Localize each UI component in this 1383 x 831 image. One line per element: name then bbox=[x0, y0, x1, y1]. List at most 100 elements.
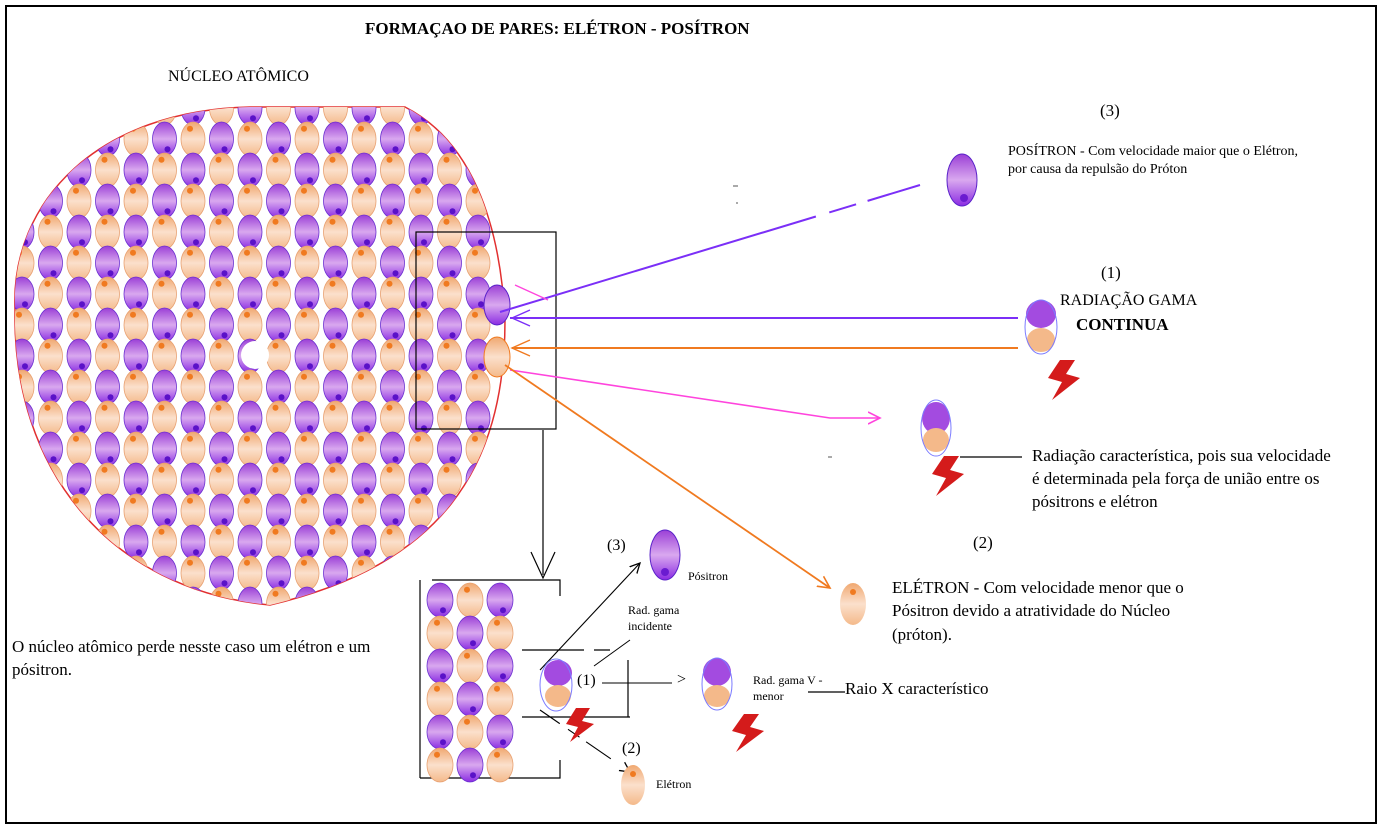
neutron-nucleon bbox=[152, 462, 177, 498]
electron-trajectory bbox=[504, 364, 830, 588]
lightning-icon bbox=[732, 714, 764, 752]
neutron-nucleon bbox=[408, 369, 434, 405]
neutron-nucleon bbox=[152, 524, 177, 560]
proton-nucleon bbox=[486, 714, 514, 750]
proton-nucleon bbox=[266, 369, 291, 405]
neutron-nucleon bbox=[486, 747, 514, 783]
proton-nucleon bbox=[294, 107, 320, 126]
proton-nucleon bbox=[152, 555, 177, 591]
atomic-nucleus bbox=[14, 106, 506, 606]
neutron-nucleon bbox=[123, 307, 149, 343]
neutron-nucleon bbox=[180, 493, 206, 529]
neutron-nucleon bbox=[380, 586, 405, 605]
neutron-nucleon bbox=[294, 121, 320, 157]
neutron-nucleon bbox=[180, 369, 206, 405]
neutron-nucleon bbox=[294, 369, 320, 405]
inset-incident-pointer bbox=[593, 639, 631, 667]
proton-nucleon bbox=[66, 462, 92, 498]
electron-description: ELÉTRON - Com velocidade menor que o Pós… bbox=[892, 578, 1184, 644]
proton-nucleon bbox=[209, 431, 234, 467]
inset-positron-label: Pósitron bbox=[688, 569, 729, 583]
proton-nucleon bbox=[95, 245, 120, 281]
neutron-nucleon bbox=[209, 338, 234, 374]
positron-description: POSÍTRON - Com velocidade maior que o El… bbox=[1008, 144, 1299, 178]
proton-nucleon bbox=[380, 493, 405, 529]
neutron-nucleon bbox=[380, 214, 405, 250]
proton-nucleon bbox=[123, 214, 149, 250]
gamma-continua-label: CONTINUA bbox=[1076, 315, 1169, 334]
neutron-nucleon bbox=[323, 107, 348, 126]
proton-nucleon bbox=[38, 431, 63, 467]
neutron-nucleon bbox=[266, 152, 291, 188]
zoom-region bbox=[415, 231, 557, 430]
proton-nucleon bbox=[209, 121, 234, 157]
neutron-nucleon bbox=[294, 431, 320, 467]
neutron-nucleon bbox=[14, 307, 35, 343]
neutron-nucleon bbox=[38, 152, 63, 188]
proton-nucleon bbox=[351, 400, 377, 436]
proton-nucleon bbox=[152, 431, 177, 467]
proton-nucleon bbox=[66, 400, 92, 436]
neutron-nucleon bbox=[95, 338, 120, 374]
neutron-nucleon bbox=[237, 121, 263, 157]
proton-nucleon bbox=[465, 524, 491, 560]
proton-nucleon bbox=[123, 524, 149, 560]
inset-arrow-symbol: > bbox=[677, 671, 687, 688]
neutron-nucleon bbox=[294, 493, 320, 529]
inset-gamma-number: (1) bbox=[577, 672, 596, 689]
proton-nucleon bbox=[14, 524, 35, 560]
neutron-nucleon bbox=[14, 431, 35, 467]
inset-electron-label: Elétron bbox=[656, 777, 692, 791]
proton-nucleon bbox=[380, 121, 405, 157]
proton-nucleon bbox=[180, 338, 206, 374]
proton-nucleon bbox=[180, 400, 206, 436]
electron-particle bbox=[840, 583, 866, 625]
neutron-nucleon bbox=[266, 214, 291, 250]
neutron-nucleon bbox=[95, 586, 120, 605]
neutron-nucleon bbox=[380, 400, 405, 436]
neutron-nucleon bbox=[66, 245, 92, 281]
proton-nucleon bbox=[437, 183, 462, 219]
neutron-nucleon bbox=[180, 245, 206, 281]
neutron-nucleon bbox=[380, 524, 405, 560]
neutron-nucleon bbox=[456, 714, 484, 750]
proton-nucleon bbox=[38, 493, 63, 529]
neutron-nucleon bbox=[465, 121, 491, 157]
neutron-nucleon bbox=[437, 276, 462, 312]
proton-nucleon bbox=[408, 107, 434, 126]
neutron-nucleon bbox=[408, 121, 434, 157]
proton-nucleon bbox=[437, 369, 462, 405]
lightning-icon bbox=[932, 456, 964, 496]
proton-nucleon bbox=[465, 152, 491, 188]
neutron-nucleon bbox=[323, 400, 348, 436]
inset-reduced-gamma-particle bbox=[701, 657, 733, 711]
neutron-nucleon bbox=[294, 555, 320, 591]
neutron-nucleon bbox=[486, 681, 514, 717]
proton-nucleon bbox=[66, 107, 92, 126]
neutron-nucleon bbox=[209, 214, 234, 250]
neutron-nucleon bbox=[408, 307, 434, 343]
nucleus-label: NÚCLEO ATÔMICO bbox=[168, 68, 309, 85]
neutron-nucleon bbox=[294, 307, 320, 343]
neutron-nucleon bbox=[95, 214, 120, 250]
neutron-nucleon bbox=[14, 493, 35, 529]
neutron-nucleon bbox=[38, 586, 63, 605]
proton-nucleon bbox=[180, 107, 206, 126]
neutron-nucleon bbox=[180, 555, 206, 591]
neutron-nucleon bbox=[237, 183, 263, 219]
neutron-nucleon bbox=[437, 462, 462, 498]
neutron-nucleon bbox=[38, 214, 63, 250]
neutron-nucleon bbox=[266, 338, 291, 374]
neutron-nucleon bbox=[266, 400, 291, 436]
proton-nucleon bbox=[180, 524, 206, 560]
neutron-nucleon bbox=[66, 369, 92, 405]
neutron-nucleon bbox=[152, 400, 177, 436]
proton-nucleon bbox=[294, 462, 320, 498]
inset-positron-arrow bbox=[539, 563, 640, 671]
neutron-nucleon bbox=[465, 369, 491, 405]
neutron-nucleon bbox=[66, 431, 92, 467]
neutron-nucleon bbox=[437, 152, 462, 188]
neutron-nucleon bbox=[323, 586, 348, 605]
proton-nucleon bbox=[180, 276, 206, 312]
neutron-nucleon bbox=[408, 183, 434, 219]
